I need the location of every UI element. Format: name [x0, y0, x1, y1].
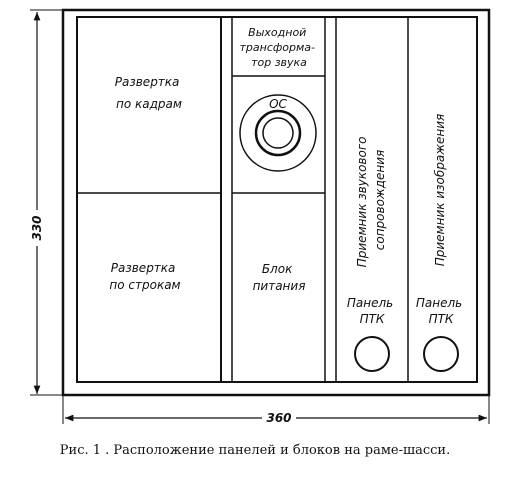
panel-left-label: Панель ПТК	[347, 296, 397, 326]
panel-right-label: Панель ПТК	[416, 296, 466, 326]
panel-right-knob	[423, 336, 459, 372]
figure-caption: Рис. 1 . Расположение панелей и блоков н…	[59, 443, 451, 458]
deflection-label: ОС	[269, 97, 287, 111]
width-dimension-label: 360	[266, 411, 291, 425]
width-label-bg	[262, 408, 296, 424]
output-transformer-label: Выходной трансформа- тор звука	[240, 26, 319, 69]
height-dimension-label: 330	[30, 215, 44, 240]
chassis-frame-outer	[61, 8, 491, 397]
sound-receiver-label: Приемник звукового сопровождения	[355, 133, 387, 268]
image-receiver-label: Приемник изображения	[433, 114, 447, 267]
height-label-bg	[28, 210, 46, 246]
panel-left-knob	[354, 336, 390, 372]
frame-sweep-label: Развертка по кадрам	[115, 75, 183, 111]
deflection-inner-ring	[262, 117, 294, 149]
line-sweep-label: Развертка по строкам	[109, 261, 180, 292]
power-supply-label: Блок питания	[253, 262, 306, 293]
chassis-frame-inner	[76, 16, 478, 383]
deflection-outer-ring	[239, 94, 317, 172]
deflection-middle-ring	[254, 109, 302, 157]
chassis-layout-diagram: Развертка по кадрам Развертка по строкам…	[28, 8, 491, 425]
